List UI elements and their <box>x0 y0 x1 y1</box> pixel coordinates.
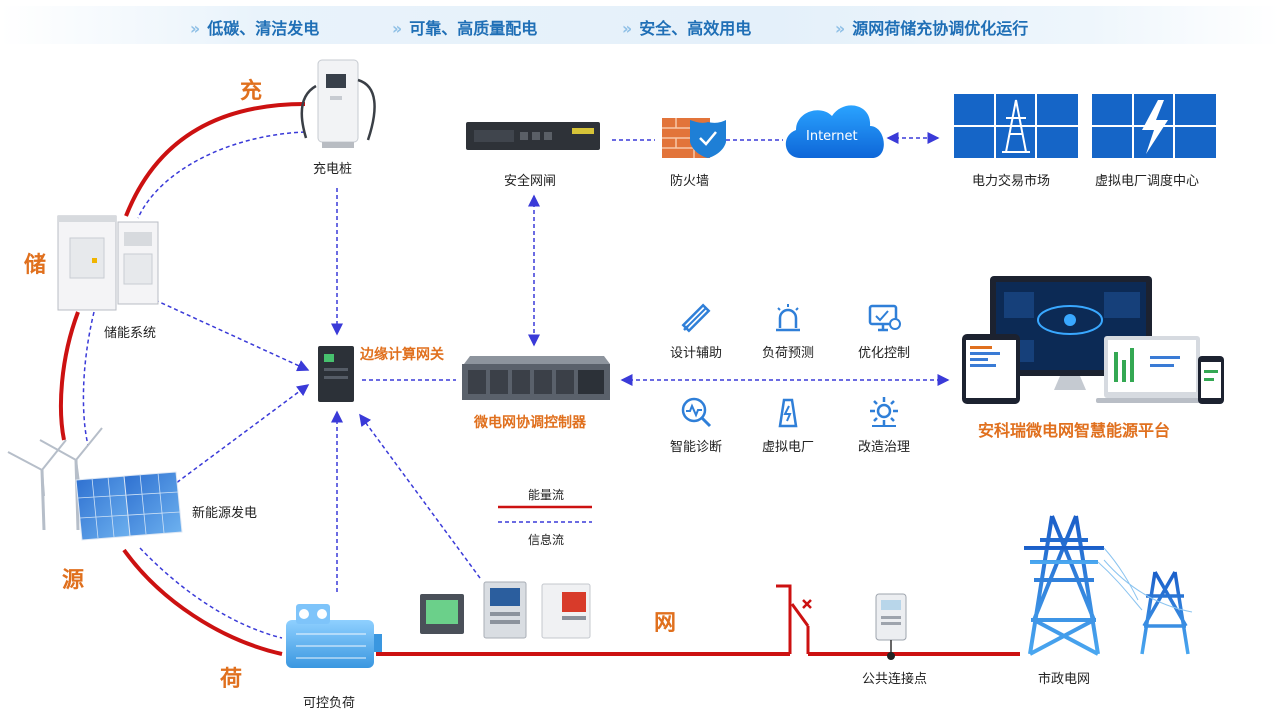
firewall-icon <box>662 118 726 158</box>
function-design[interactable]: 设计辅助 <box>656 300 736 361</box>
pcc-label: 公共连接点 <box>862 672 928 687</box>
chevron-icon: ›› <box>622 19 632 38</box>
chevron-icon: ›› <box>190 19 200 38</box>
security-gateway-label: 安全网闸 <box>504 174 557 189</box>
controller-icon <box>462 356 610 400</box>
function-retrofit[interactable]: 改造治理 <box>844 394 924 455</box>
label-yuan: 源 <box>62 568 85 593</box>
internet-label: Internet <box>806 129 858 144</box>
banner-label: 源网荷储充协调优化运行 <box>852 19 1029 38</box>
security-gateway-icon <box>466 122 600 150</box>
renewable-label: 新能源发电 <box>192 506 258 521</box>
function-label: 设计辅助 <box>669 346 722 361</box>
charger-icon <box>300 59 376 148</box>
energy-flow-lines <box>58 102 1020 656</box>
label-chong: 充 <box>240 79 263 104</box>
power-plant-icon <box>778 398 798 428</box>
function-label: 改造治理 <box>857 440 910 455</box>
banner-item-4: ›› 源网荷储充协调优化运行 <box>835 15 1028 39</box>
function-label: 智能诊断 <box>669 440 722 455</box>
banner-label: 低碳、清洁发电 <box>207 19 320 38</box>
solar-panel-icon <box>75 471 183 541</box>
diagnosis-icon <box>681 397 712 428</box>
meter-icons <box>420 581 591 639</box>
load-label: 可控负荷 <box>303 696 356 711</box>
vpp-center-label: 虚拟电厂调度中心 <box>1095 174 1200 189</box>
banner-label: 安全、高效用电 <box>639 19 752 38</box>
function-label: 负荷预测 <box>761 346 814 361</box>
charger-label: 充电桩 <box>313 162 353 177</box>
function-vpp[interactable]: 虚拟电厂 <box>748 394 828 455</box>
alarm-icon <box>776 304 800 332</box>
info-flow-lines <box>82 131 950 639</box>
controller-label: 微电网协调控制器 <box>474 415 586 431</box>
motor-icon <box>286 604 382 668</box>
gateway-label: 边缘计算网关 <box>360 347 444 363</box>
banner-item-3: ›› 安全、高效用电 <box>622 15 751 39</box>
monitor-icon <box>868 304 901 332</box>
banner-item-2: ›› 可靠、高质量配电 <box>392 15 537 39</box>
legend-info-label: 信息流 <box>528 533 565 547</box>
chevron-icon: ›› <box>835 19 845 38</box>
edge-gateway-icon <box>318 346 354 402</box>
function-optimize[interactable]: 优化控制 <box>844 300 924 361</box>
firewall-label: 防火墙 <box>670 174 710 189</box>
transmission-tower-icon <box>1024 515 1193 656</box>
vpp-center-icon <box>1092 94 1216 158</box>
function-label: 虚拟电厂 <box>761 440 814 455</box>
legend-energy-label: 能量流 <box>528 488 565 502</box>
chevron-icon: ›› <box>392 19 402 38</box>
function-label: 优化控制 <box>857 346 910 361</box>
function-diagnosis[interactable]: 智能诊断 <box>656 394 736 455</box>
platform-title: 安科瑞微电网智慧能源平台 <box>978 421 1171 440</box>
label-wang: 网 <box>654 611 677 636</box>
label-chu: 储 <box>24 253 47 278</box>
grid-label: 市政电网 <box>1038 672 1091 687</box>
design-icon <box>681 303 711 333</box>
top-banner: ›› 低碳、清洁发电 ›› 可靠、高质量配电 ›› 安全、高效用电 ›› 源网荷储充协调… <box>0 6 1280 44</box>
internet-cloud-icon <box>785 105 884 158</box>
platform-devices-icon <box>962 276 1224 404</box>
gear-icon <box>870 397 898 427</box>
storage-cabinet-icon <box>57 215 159 311</box>
pcc-meter-icon <box>875 593 907 660</box>
banner-label: 可靠、高质量配电 <box>409 19 538 38</box>
label-he: 荷 <box>220 667 243 692</box>
power-market-label: 电力交易市场 <box>972 174 1051 189</box>
banner-item-1: ›› 低碳、清洁发电 <box>190 15 319 39</box>
power-market-icon <box>954 94 1078 158</box>
function-load-forecast[interactable]: 负荷预测 <box>748 300 828 361</box>
storage-label: 储能系统 <box>104 326 157 341</box>
